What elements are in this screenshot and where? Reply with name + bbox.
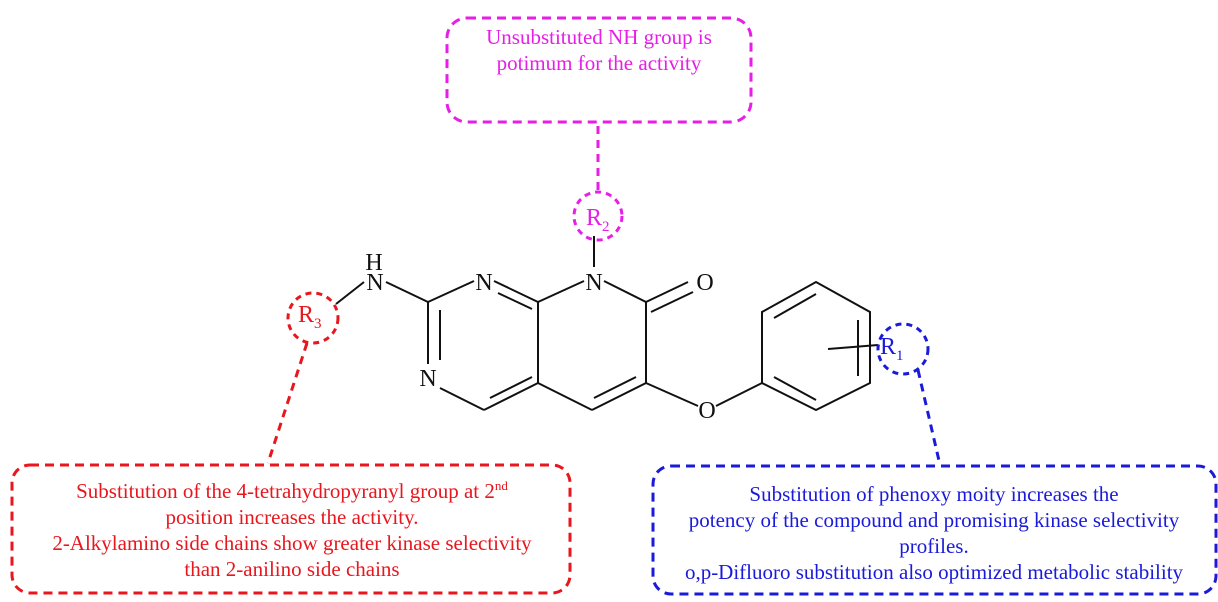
r1-highlight-circle — [876, 322, 930, 376]
r2-note-text: Unsubstituted NH group is potimum for th… — [448, 24, 750, 76]
bond-c4-c4a — [483, 382, 539, 411]
r1-note-line-1: Substitution of phenoxy moity increases … — [749, 482, 1119, 506]
r1-note-line-3: profiles. — [899, 534, 969, 558]
atom-n3: N — [419, 366, 436, 392]
r1-note-line-2: potency of the compound and promising ki… — [688, 508, 1180, 532]
atom-r1: R1 — [880, 334, 904, 364]
r1-connector-line — [916, 369, 942, 466]
bond-n8-c7 — [603, 280, 647, 303]
molecule-bonds — [335, 236, 879, 412]
bond-c5-c4a — [537, 382, 593, 411]
r1-note-box — [651, 464, 1218, 596]
r3-note-superscript: nd — [494, 478, 508, 493]
bond-c2-n1 — [427, 280, 475, 303]
r3-note-line-1: Substitution of the 4-tetrahydropyranyl … — [76, 478, 508, 503]
phenyl-inner-1 — [773, 293, 817, 319]
bond-n3-c4 — [439, 387, 485, 411]
r1-note-line-4: o,p-Difluoro substitution also optimized… — [684, 560, 1184, 584]
r3-note-line-4: than 2-anilino side chains — [184, 557, 400, 581]
atom-nh-n: N — [366, 270, 383, 296]
bond-nh-r3 — [335, 281, 365, 305]
r3-highlight-circle — [286, 291, 340, 345]
bond-n1-c8a — [493, 280, 539, 303]
r1-note-text: Substitution of phenoxy moity increases … — [652, 481, 1216, 585]
r2-note-line-1: Unsubstituted NH group is — [486, 25, 712, 49]
bond-ph-r1 — [827, 344, 879, 350]
atom-r2: R2 — [586, 205, 610, 235]
bond-nh-c2 — [385, 281, 429, 303]
phenyl-ring — [761, 280, 871, 412]
atom-nh-h: H — [365, 250, 382, 276]
bond-o-ph — [715, 382, 763, 407]
bond-c4-c4a-inner — [489, 376, 533, 399]
bond-c6-c5-inner — [593, 376, 637, 399]
r3-connector-line — [266, 342, 309, 464]
bond-c6-c5 — [591, 382, 647, 411]
r3-note-line-3: 2-Alkylamino side chains show greater ki… — [52, 531, 532, 555]
atom-r3: R3 — [298, 302, 322, 332]
atom-n8: N — [585, 270, 602, 296]
atom-o-carbonyl: O — [696, 270, 713, 296]
atom-o-ether: O — [698, 398, 715, 424]
bond-c6-o — [645, 382, 699, 407]
bond-c8a-n8 — [537, 280, 585, 303]
atom-labels: H N N N N O O R2 R3 R1 — [298, 205, 904, 424]
bond-c7-o-double — [650, 291, 694, 313]
bond-c7-o — [645, 281, 689, 303]
r3-note-box — [10, 463, 572, 595]
r3-note-line-2: position increases the activity. — [165, 505, 419, 529]
bond-n1-c8a-inner — [497, 292, 533, 310]
phenyl-inner-3 — [773, 376, 817, 401]
r2-note-line-2: potimum for the activity — [496, 51, 702, 75]
r2-highlight-circle — [572, 190, 624, 242]
atom-n1: N — [475, 270, 492, 296]
r3-note-text: Substitution of the 4-tetrahydropyranyl … — [12, 478, 572, 582]
